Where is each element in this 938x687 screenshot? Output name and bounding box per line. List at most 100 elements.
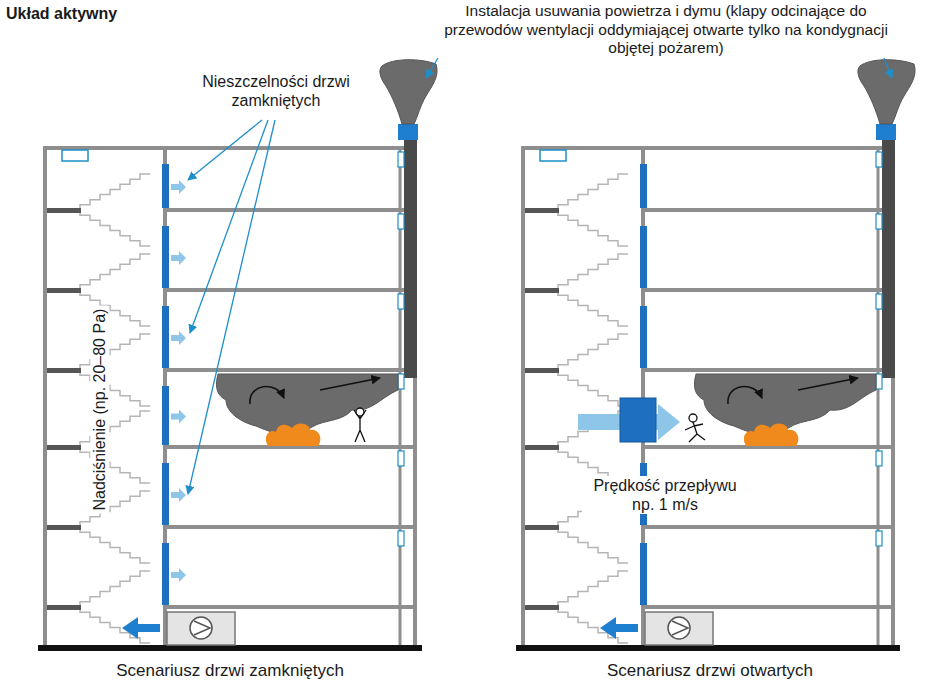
stair-door xyxy=(162,386,169,445)
damper xyxy=(876,531,882,546)
stair-landing xyxy=(523,525,559,530)
person xyxy=(685,422,705,442)
leak-label: Nieszczelności drzwi zamkniętych xyxy=(198,72,354,110)
scenario-caption: Scenariusz drzwi otwartych xyxy=(510,661,910,681)
floor-slab xyxy=(643,368,893,372)
roof-vent xyxy=(62,150,88,161)
stair-landing xyxy=(523,288,559,293)
floor-slab xyxy=(643,525,893,529)
leak-arrow xyxy=(171,568,186,582)
stair-flight xyxy=(558,527,628,563)
open-door xyxy=(620,398,656,442)
person xyxy=(354,410,366,442)
smoke-flow xyxy=(320,378,380,390)
smoke-duct xyxy=(882,150,895,378)
fan-symbol xyxy=(672,621,688,635)
smoke-swirl xyxy=(728,387,762,404)
diagram-title: Układ aktywny xyxy=(6,4,117,23)
fire xyxy=(744,424,799,446)
stair-door xyxy=(162,543,169,605)
roof-vent xyxy=(540,150,566,161)
ground xyxy=(516,645,900,651)
floor-slab xyxy=(165,525,415,529)
floor-slab xyxy=(643,288,893,292)
damper xyxy=(876,451,882,466)
damper xyxy=(876,214,882,229)
leak-arrow xyxy=(171,180,186,194)
supply-arrow xyxy=(122,617,160,639)
scenario-caption: Scenariusz drzwi zamkniętych xyxy=(30,661,430,681)
stair-flight xyxy=(558,254,628,290)
stair-flight xyxy=(80,254,150,290)
fire xyxy=(266,424,321,446)
outer-wall xyxy=(43,148,47,645)
leak-arrow xyxy=(171,488,186,502)
leak-arrow xyxy=(171,331,186,345)
floor-slab xyxy=(165,605,415,609)
stair-landing xyxy=(523,208,559,213)
floor-slab xyxy=(643,605,893,609)
stair-landing xyxy=(45,208,81,213)
stair-door xyxy=(640,226,647,288)
stair-landing xyxy=(523,605,559,610)
damper xyxy=(398,214,404,229)
stair-flight xyxy=(80,527,150,563)
stair-door xyxy=(162,226,169,288)
stair-flight xyxy=(558,174,628,210)
leak-arrow xyxy=(171,410,186,424)
damper xyxy=(398,531,404,546)
stair-door xyxy=(162,164,169,208)
outer-wall xyxy=(521,148,525,645)
stair-landing xyxy=(45,288,81,293)
stair-landing xyxy=(523,445,559,450)
stair-landing xyxy=(523,368,559,373)
stair-flight xyxy=(558,290,628,326)
fan-unit xyxy=(167,612,235,645)
stair-flight xyxy=(558,370,628,406)
damper xyxy=(398,152,404,167)
supply-arrow xyxy=(600,617,638,639)
stair-door xyxy=(162,306,169,368)
fan-symbol xyxy=(194,621,210,635)
stair-door xyxy=(640,306,647,368)
damper xyxy=(876,374,882,389)
floor-slab xyxy=(643,208,893,212)
stair-flight xyxy=(558,334,628,370)
damper xyxy=(398,294,404,309)
stair-flight xyxy=(558,210,628,246)
stair-flight xyxy=(80,174,150,210)
damper xyxy=(876,152,882,167)
stair-flight xyxy=(80,571,150,607)
roof xyxy=(521,146,895,150)
damper xyxy=(398,374,404,389)
stair-landing xyxy=(45,525,81,530)
stair-door xyxy=(640,164,647,208)
stair-landing xyxy=(45,605,81,610)
building-section xyxy=(516,60,915,651)
floor-slab xyxy=(165,208,415,212)
stair-landing xyxy=(45,368,81,373)
damper xyxy=(398,451,404,466)
fan-symbol xyxy=(668,617,690,639)
flow-speed-label: Prędkość przepływu np. 1 m/s xyxy=(582,476,748,514)
exhaust-damper xyxy=(398,124,418,140)
smoke-duct xyxy=(404,150,417,378)
person-head xyxy=(689,414,697,422)
floor-slab xyxy=(165,288,415,292)
stair-door xyxy=(640,543,647,605)
leader-lines xyxy=(188,58,892,494)
fan-symbol xyxy=(190,617,212,639)
exhaust-label: Instalacja usuwania powietrza i dymu (kl… xyxy=(428,2,904,58)
exhaust-smoke xyxy=(380,60,437,124)
ground xyxy=(38,645,422,651)
pressure-label: Nadciśnienie (np. 20–80 Pa) xyxy=(90,306,109,514)
damper xyxy=(876,294,882,309)
smoke-flow xyxy=(798,378,858,390)
stair-door xyxy=(162,463,169,525)
floor-slab xyxy=(165,368,415,372)
exhaust-smoke xyxy=(858,60,915,124)
smoke-swirl xyxy=(250,387,284,404)
leak-arrow xyxy=(171,251,186,265)
exhaust-damper xyxy=(876,124,896,140)
